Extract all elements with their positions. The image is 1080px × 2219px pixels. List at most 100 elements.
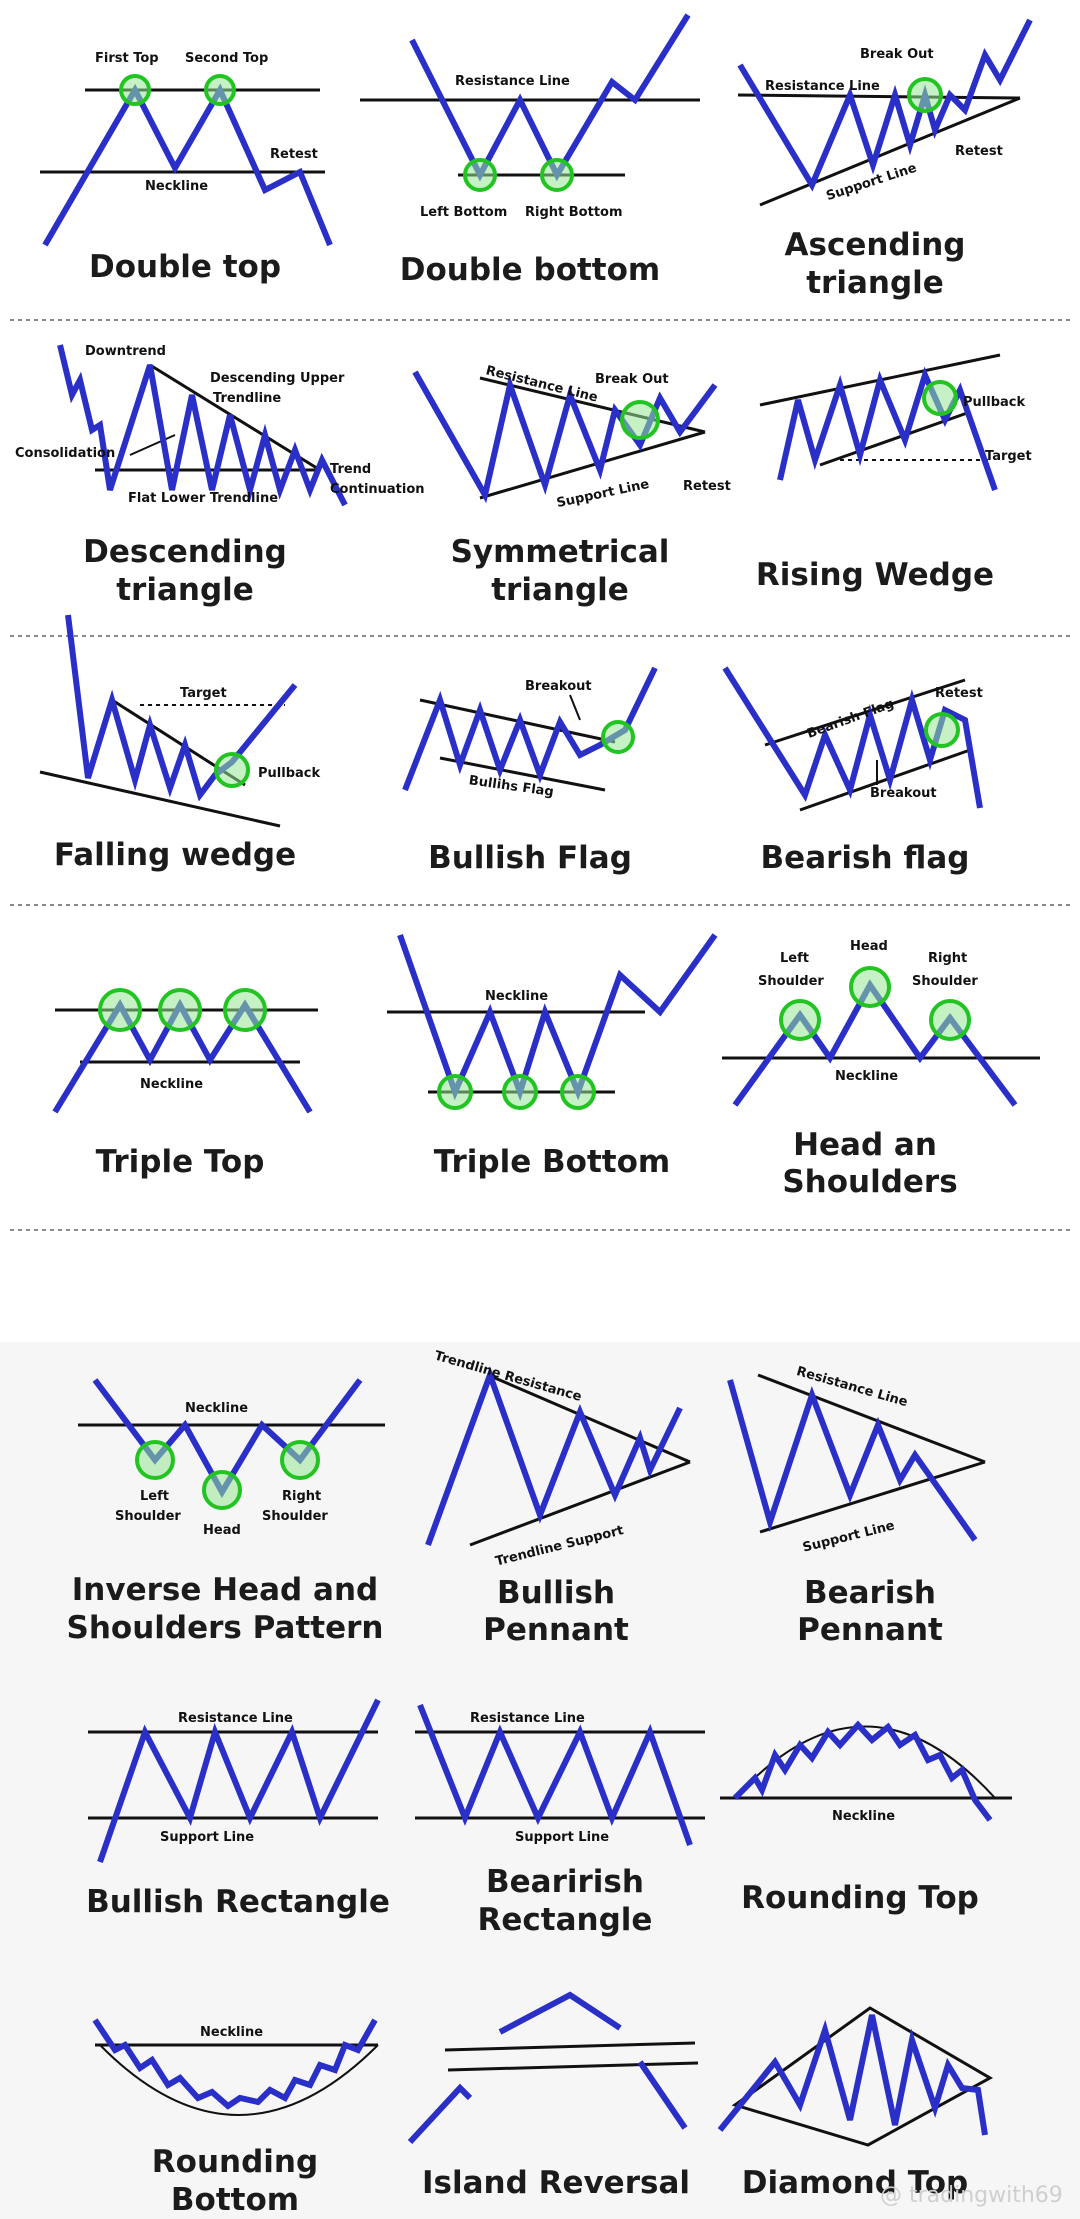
pattern-title-line-2: Rectangle <box>478 1902 653 1938</box>
pattern-title-line-1: Ascending <box>785 227 966 263</box>
label-resistance-line: Resistance Line <box>765 79 880 94</box>
label-right: Right <box>282 1489 321 1504</box>
pattern-title-line-2: Shoulders <box>782 1164 957 1200</box>
label-neckline: Neckline <box>185 1401 248 1416</box>
pattern-double-bottom: Resistance Line Left Bottom Right Bottom… <box>360 13 700 288</box>
pattern-symmetrical-triangle: Resistance Line Break Out Retest Support… <box>412 363 731 608</box>
pattern-title-line-1: Bearirish <box>486 1864 644 1900</box>
label-second-top: Second Top <box>185 51 268 66</box>
pattern-double-top: First Top Second Top Retest Neckline Dou… <box>40 51 333 285</box>
label-bearish-flag: Bearish Flag <box>805 697 896 742</box>
label-retest: Retest <box>270 147 318 162</box>
label-trend: Trend <box>330 462 371 477</box>
pattern-title: Triple Top <box>96 1144 265 1180</box>
label-resistance-line: Resistance Line <box>455 74 570 89</box>
pattern-inverse-head-and-shoulders: Neckline Left Shoulder Head Right Should… <box>67 1378 385 1646</box>
label-left-shoulder: Shoulder <box>758 974 824 989</box>
pattern-title: Triple Bottom <box>434 1144 670 1180</box>
pattern-rising-wedge: Pullback Target Rising Wedge <box>756 353 1032 593</box>
label-retest: Retest <box>683 479 731 494</box>
pattern-rounding-bottom: Neckline Rounding Bottom <box>92 2018 379 2218</box>
pattern-bullish-flag: Breakout Bullihs Flag Bullish Flag <box>402 666 658 876</box>
label-target: Target <box>985 449 1032 464</box>
pattern-title-line-2: triangle <box>806 265 944 301</box>
pattern-title-line-1: Head an <box>793 1127 937 1163</box>
pattern-title: Rising Wedge <box>756 557 994 593</box>
label-left-shoulder: Shoulder <box>115 1509 181 1524</box>
label-pullback: Pullback <box>258 766 320 781</box>
label-descending-upper: Descending Upper <box>210 371 345 386</box>
label-resistance-line: Resistance Line <box>178 1711 293 1726</box>
label-breakout: Breakout <box>870 786 937 801</box>
pattern-title: Diamond Top <box>742 2165 968 2201</box>
pattern-title: Bearish flag <box>761 840 970 876</box>
pattern-title-line-2: triangle <box>116 572 254 608</box>
pattern-title-line-1: Inverse Head and <box>72 1572 378 1608</box>
pattern-title: Island Reversal <box>422 2165 690 2201</box>
pattern-bullish-rectangle: Resistance Line Support Line Bullish Rec… <box>86 1698 390 1920</box>
label-resistance-line: Resistance Line <box>470 1711 585 1726</box>
pattern-title: Bullish Rectangle <box>86 1884 390 1920</box>
label-continuation: Continuation <box>330 482 425 497</box>
label-pullback: Pullback <box>963 395 1025 410</box>
pattern-title-line-2: Shoulders Pattern <box>67 1610 384 1646</box>
pattern-head-and-shoulders: Head Left Shoulder Right Shoulder Neckli… <box>722 939 1040 1200</box>
pattern-title-line-1: Bearish <box>804 1575 936 1611</box>
label-first-top: First Top <box>95 51 159 66</box>
pattern-title-line-2: Bottom <box>171 2182 299 2218</box>
label-neckline: Neckline <box>145 179 208 194</box>
pattern-title-line-1: Rounding <box>152 2144 318 2180</box>
label-breakout: Breakout <box>525 679 592 694</box>
pattern-triple-top: Neckline Triple Top <box>52 988 318 1180</box>
pattern-title-line-2: Pennant <box>797 1612 943 1648</box>
pattern-falling-wedge: Target Pullback Falling wedge <box>39 614 320 873</box>
label-neckline: Neckline <box>485 989 548 1004</box>
pattern-bearish-rectangle: Resistance Line Support Line Bearirish R… <box>415 1703 705 1938</box>
label-break-out: Break Out <box>860 47 934 62</box>
pattern-descending-triangle: Downtrend Descending Upper Trendline Con… <box>15 344 425 608</box>
label-right-bottom: Right Bottom <box>525 205 623 220</box>
label-retest: Retest <box>955 144 1003 159</box>
label-left: Left <box>780 951 809 966</box>
label-head: Head <box>203 1523 241 1538</box>
label-flat-lower-trendline: Flat Lower Trendline <box>128 491 278 506</box>
watermark: @ tradingwith69 <box>880 2183 1063 2208</box>
label-consolidation: Consolidation <box>15 446 115 461</box>
label-right-shoulder: Shoulder <box>912 974 978 989</box>
label-neckline: Neckline <box>140 1077 203 1092</box>
pattern-title-line-1: Bullish <box>497 1575 615 1611</box>
label-left: Left <box>140 1489 169 1504</box>
pattern-title: Double top <box>89 249 281 285</box>
pattern-title: Bullish Flag <box>428 840 632 876</box>
page-gap <box>0 1230 1080 1345</box>
pattern-title-line-1: Descending <box>83 534 287 570</box>
pattern-title-line-1: Symmetrical <box>451 534 670 570</box>
label-target: Target <box>180 686 227 701</box>
pattern-title-line-2: Pennant <box>483 1612 629 1648</box>
label-neckline: Neckline <box>835 1069 898 1084</box>
label-neckline: Neckline <box>832 1809 895 1824</box>
pattern-title-line-2: triangle <box>491 572 629 608</box>
label-right: Right <box>928 951 967 966</box>
pattern-title: Rounding Top <box>741 1880 979 1916</box>
pattern-bearish-flag: Bearish Flag Retest Breakout Bearish fla… <box>722 666 983 876</box>
pattern-title: Double bottom <box>400 252 660 288</box>
label-support-line: Support Line <box>555 477 650 511</box>
label-trendline: Trendline <box>213 391 281 406</box>
label-head: Head <box>850 939 888 954</box>
pattern-island-reversal: Island Reversal <box>407 1991 699 2201</box>
label-neckline: Neckline <box>200 2025 263 2040</box>
label-left-bottom: Left Bottom <box>420 205 507 220</box>
pattern-rounding-top: Neckline Rounding Top <box>720 1720 1012 1916</box>
pattern-title: Falling wedge <box>54 837 296 873</box>
label-retest: Retest <box>935 686 983 701</box>
label-break-out: Break Out <box>595 372 669 387</box>
label-support-line: Support Line <box>515 1830 609 1845</box>
label-downtrend: Downtrend <box>85 344 166 359</box>
pattern-diamond-top: Diamond Top <box>717 2006 994 2201</box>
label-right-shoulder: Shoulder <box>262 1509 328 1524</box>
pattern-triple-bottom: Neckline Triple Bottom <box>387 933 718 1180</box>
label-support-line: Support Line <box>160 1830 254 1845</box>
pattern-ascending-triangle: Break Out Resistance Line Retest Support… <box>737 18 1033 301</box>
